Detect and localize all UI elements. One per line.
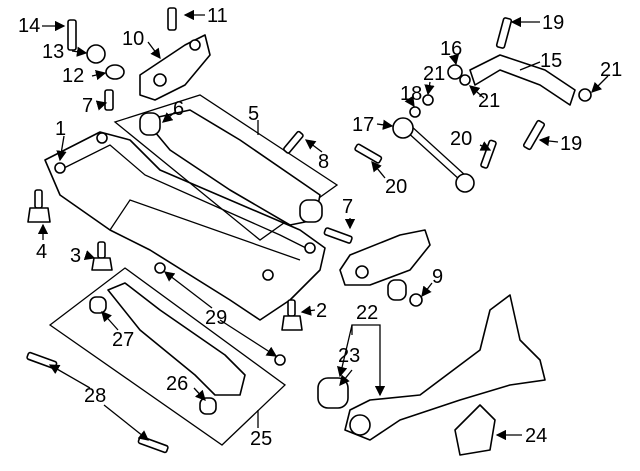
subframe-part [139,109,323,226]
lower-arm-group-outline [48,267,287,446]
callout-16: 16 [440,38,462,60]
crossmember-part [44,131,326,321]
callout-4: 4 [36,241,47,263]
callout-1: 1 [55,118,66,140]
lower-arm-part [107,282,246,396]
callout-25: 25 [250,428,272,450]
callout-21: 21 [478,90,500,112]
callout-2: 2 [316,300,327,322]
callout-19: 19 [560,133,582,155]
callout-7: 7 [342,196,353,218]
callout-5: 5 [248,103,259,125]
leader-lines [37,9,609,441]
callout-21: 21 [423,63,445,85]
trailing-arm-part [344,294,546,441]
callout-7: 7 [82,95,93,117]
callout-26: 26 [166,373,188,395]
lateral-link-part [392,117,475,193]
callout-13: 13 [42,41,64,63]
callout-14: 14 [18,15,40,37]
callout-20: 20 [450,128,472,150]
callout-15: 15 [540,50,562,72]
callout-23: 23 [338,345,360,367]
callout-24: 24 [525,425,547,447]
callout-29: 29 [205,307,227,329]
upper-arm-part [469,54,576,106]
callout-19: 19 [542,12,564,34]
subframe-group-outline [113,94,339,241]
callout-21: 21 [600,59,622,81]
callout-12: 12 [62,65,84,87]
callout-20: 20 [385,176,407,198]
callout-3: 3 [70,245,81,267]
callout-27: 27 [112,329,134,351]
callout-11: 11 [207,5,228,27]
callout-17: 17 [352,114,374,136]
callout-8: 8 [318,151,329,173]
callout-28: 28 [84,385,106,407]
callout-6: 6 [173,98,184,120]
callout-18: 18 [400,83,422,105]
callout-22: 22 [356,302,378,324]
callout-10: 10 [122,28,144,50]
callout-9: 9 [432,266,443,288]
